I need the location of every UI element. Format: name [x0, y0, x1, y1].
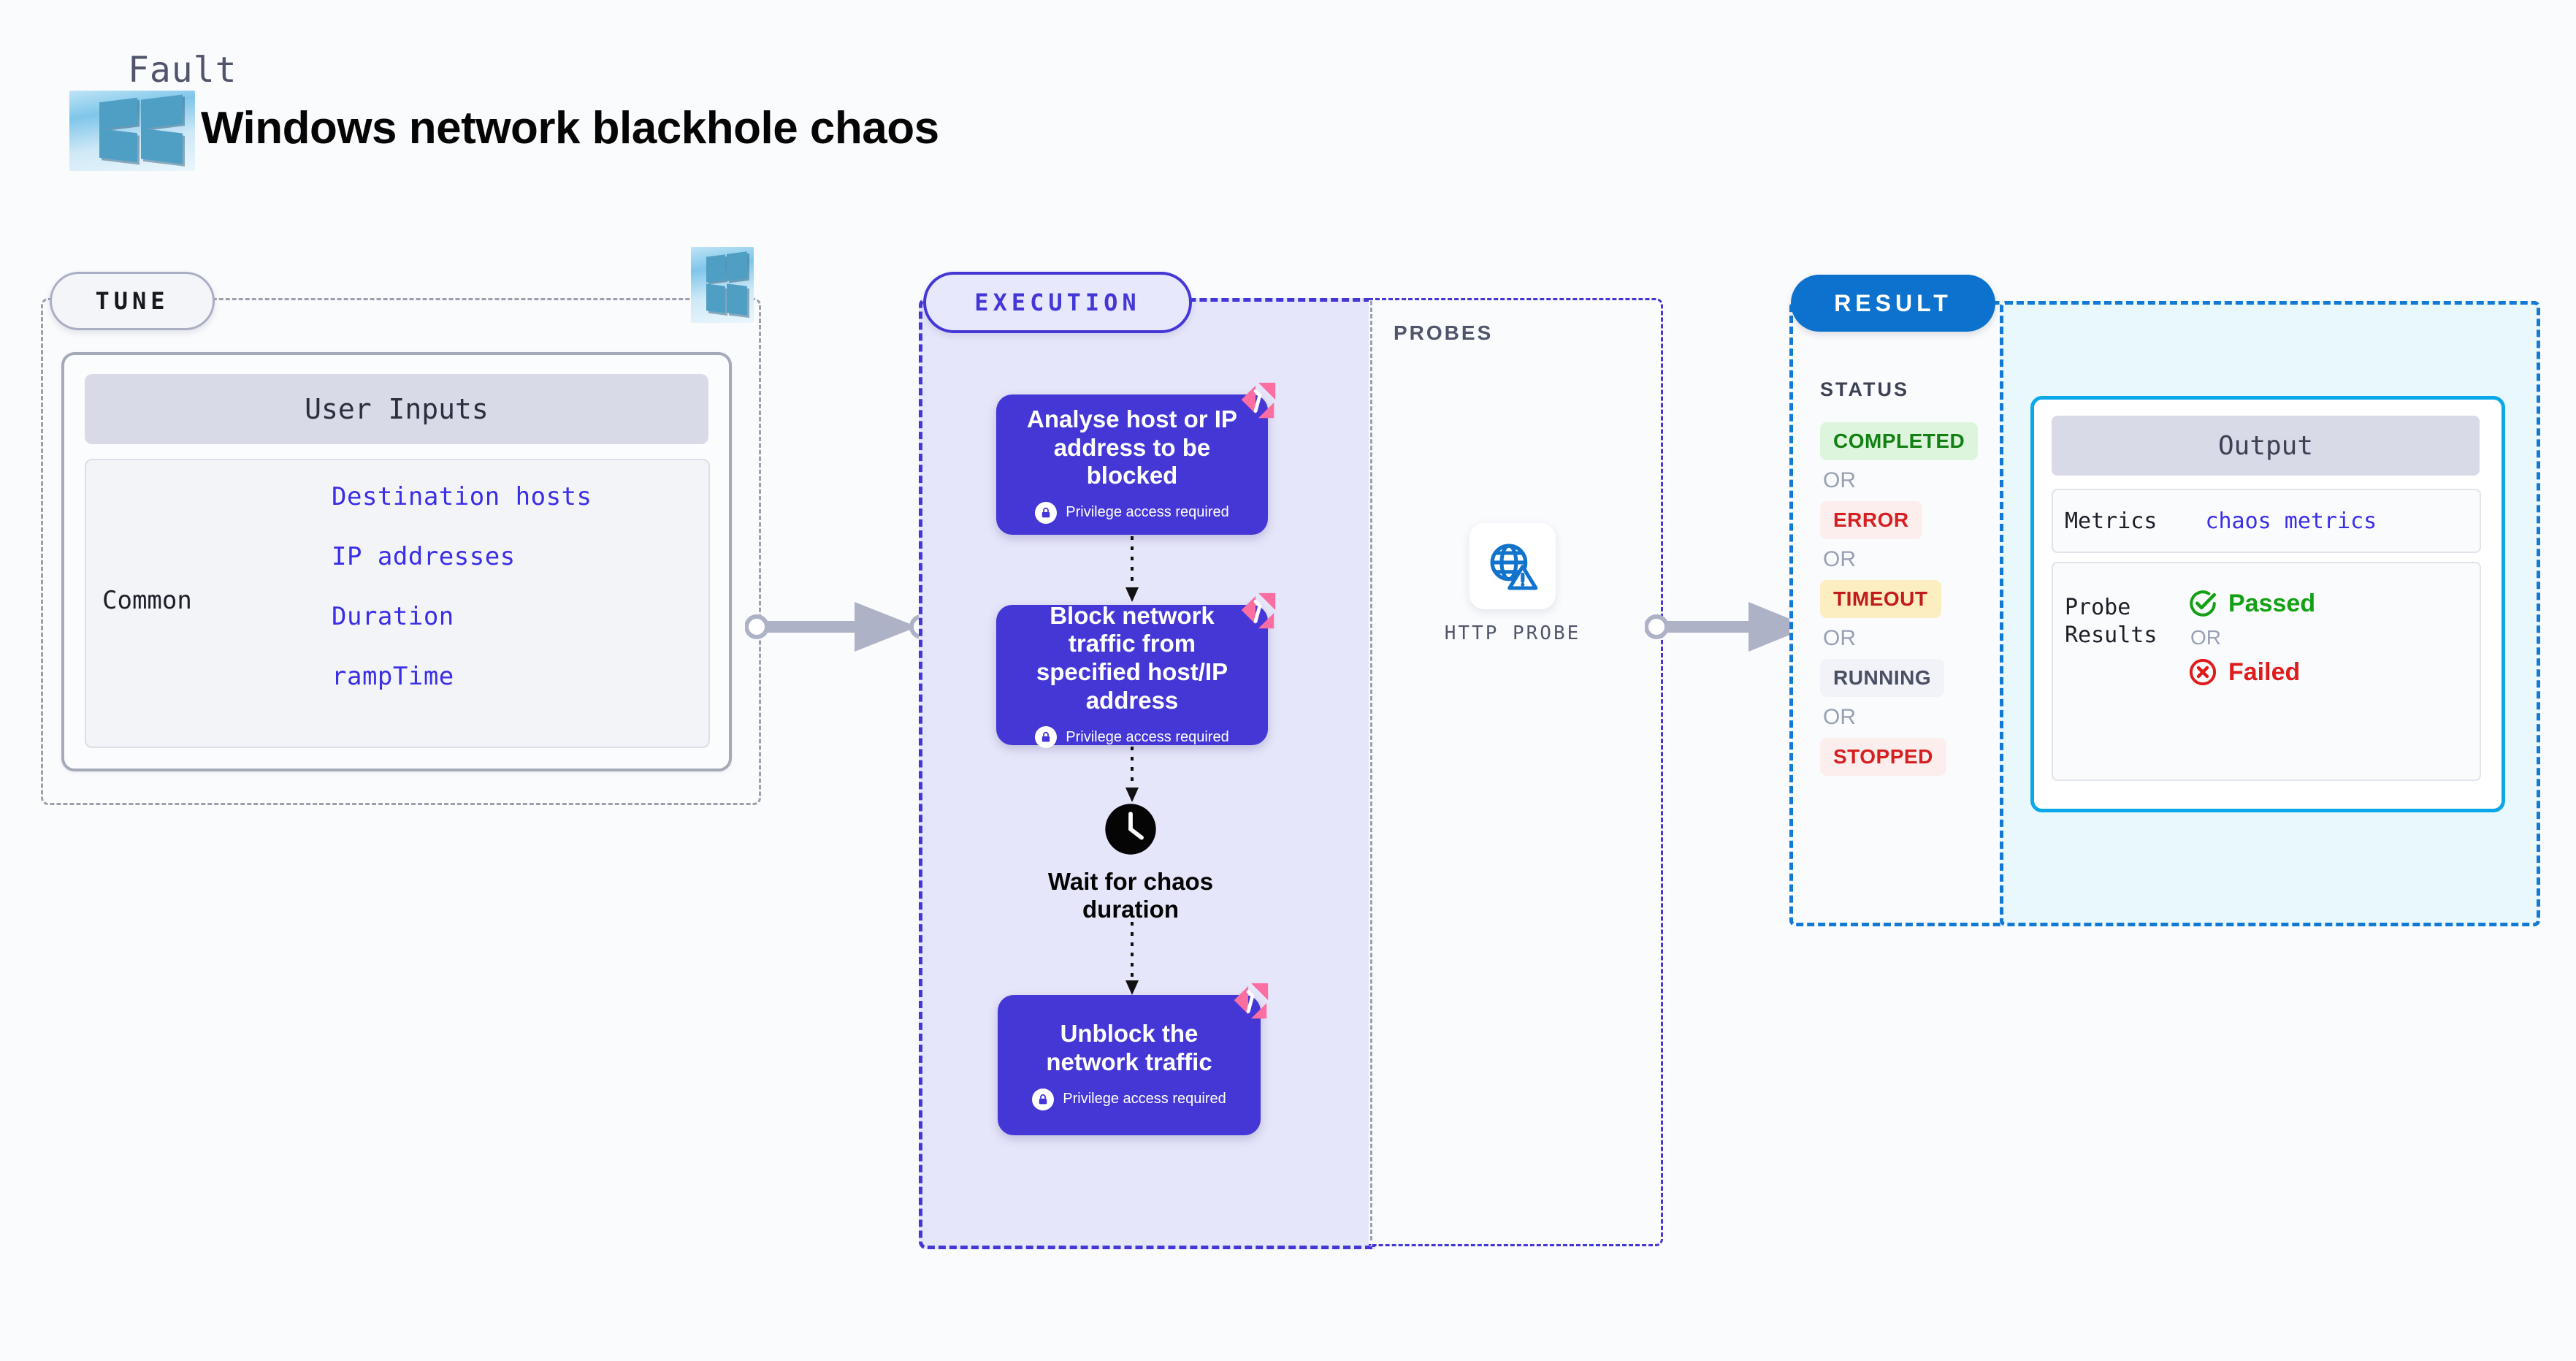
privilege-text: Privilege access required — [1066, 504, 1229, 521]
status-badge: RUNNING — [1820, 659, 1945, 697]
privilege-text: Privilege access required — [1066, 728, 1229, 745]
probe-result-failed: Failed — [2187, 657, 2315, 687]
privilege-badge: Privilege access required — [1032, 1088, 1226, 1110]
status-badge-list: COMPLETED OR ERROR OR TIMEOUT OR RUNNING… — [1820, 422, 1979, 776]
x-circle-icon — [2189, 658, 2217, 686]
status-column-label: STATUS — [1820, 378, 1909, 400]
or-separator: OR — [1823, 468, 1856, 492]
probe-item-http[interactable]: HTTP PROBE — [1445, 523, 1578, 644]
output-title: Output — [2052, 416, 2480, 476]
lock-icon — [1032, 1088, 1055, 1110]
page-header: Fault Windows network blackhole chaos — [69, 50, 1165, 171]
metrics-value[interactable]: chaos metrics — [2205, 508, 2377, 534]
status-badge: STOPPED — [1820, 738, 1946, 776]
litmus-chaos-icon — [1241, 592, 1276, 629]
fault-kicker-label: Fault — [128, 50, 237, 91]
result-section-pill[interactable]: RESULT — [1791, 275, 1995, 332]
connector-tune-to-execution — [745, 602, 934, 652]
user-inputs-title: User Inputs — [85, 374, 708, 444]
failed-label: Failed — [2228, 657, 2301, 686]
user-input-param-list: Destination hosts IP addresses Duration … — [332, 482, 592, 691]
output-card: Output Metrics chaos metrics Probe Resul… — [2030, 396, 2505, 812]
param-ip-addresses[interactable]: IP addresses — [332, 542, 516, 571]
privilege-badge: Privilege access required — [1035, 726, 1229, 749]
tune-section-pill[interactable]: TUNE — [50, 272, 215, 330]
probe-result-passed: Passed — [2187, 588, 2315, 619]
execution-node-wait[interactable]: Wait for chaos duration — [1021, 802, 1240, 923]
passed-label: Passed — [2228, 589, 2316, 617]
connector-wait-node4 — [1125, 922, 1139, 995]
node-title: Unblock the network traffic — [1046, 1020, 1212, 1075]
or-separator: OR — [1823, 547, 1856, 571]
privilege-badge: Privilege access required — [1035, 501, 1229, 524]
lock-icon — [1035, 501, 1058, 524]
status-badge: COMPLETED — [1820, 422, 1979, 460]
probes-section-container — [1369, 298, 1663, 1246]
or-separator: OR — [1823, 705, 1856, 729]
param-ramptime[interactable]: rampTime — [332, 662, 454, 691]
execution-node-block-traffic[interactable]: Block network traffic from specified hos… — [996, 592, 1276, 749]
execution-section-pill[interactable]: EXECUTION — [923, 272, 1192, 333]
connector-node2-wait — [1125, 747, 1139, 802]
litmus-chaos-icon — [1241, 382, 1276, 419]
execution-node-analyse[interactable]: Analyse host or IP address to be blocked… — [996, 382, 1276, 535]
globe-warning-icon — [1469, 523, 1556, 609]
windows-logo-icon — [69, 91, 195, 171]
status-badge: ERROR — [1820, 501, 1922, 539]
windows-logo-icon — [691, 247, 754, 323]
check-circle-icon — [2190, 590, 2217, 617]
status-badge: TIMEOUT — [1820, 580, 1941, 618]
probes-divider — [1370, 301, 1372, 1240]
node-title: Analyse host or IP address to be blocked — [1027, 405, 1237, 489]
lock-icon — [1035, 726, 1058, 749]
probe-results-key: Probe Results — [2065, 595, 2158, 648]
or-separator: OR — [1823, 626, 1856, 650]
param-duration[interactable]: Duration — [332, 602, 454, 631]
probe-results-values: Passed OR Failed — [2187, 588, 2315, 779]
probe-label: HTTP PROBE — [1444, 622, 1581, 644]
tune-section-container — [41, 298, 761, 805]
metrics-key: Metrics — [2065, 508, 2158, 534]
probe-results-row: Probe Results Passed OR Failed — [2052, 562, 2481, 781]
param-destination-hosts[interactable]: Destination hosts — [332, 482, 592, 511]
privilege-text: Privilege access required — [1063, 1091, 1226, 1108]
probes-section-label: PROBES — [1394, 321, 1494, 344]
litmus-chaos-icon — [1234, 983, 1269, 1019]
page-title: Windows network blackhole chaos — [201, 103, 939, 153]
node-title: Block network traffic from specified hos… — [1036, 601, 1228, 714]
metrics-row: Metrics chaos metrics — [2052, 489, 2481, 553]
or-separator: OR — [2190, 626, 2221, 649]
execution-node-unblock-traffic[interactable]: Unblock the network traffic Privilege ac… — [998, 983, 1269, 1135]
wait-node-title: Wait for chaos duration — [1047, 868, 1214, 923]
user-inputs-body: Common Destination hosts IP addresses Du… — [85, 459, 710, 748]
input-group-label: Common — [102, 586, 192, 615]
clock-icon — [1105, 804, 1156, 855]
user-inputs-card: User Inputs Common Destination hosts IP … — [61, 352, 732, 771]
connector-node1-node2 — [1125, 536, 1139, 602]
